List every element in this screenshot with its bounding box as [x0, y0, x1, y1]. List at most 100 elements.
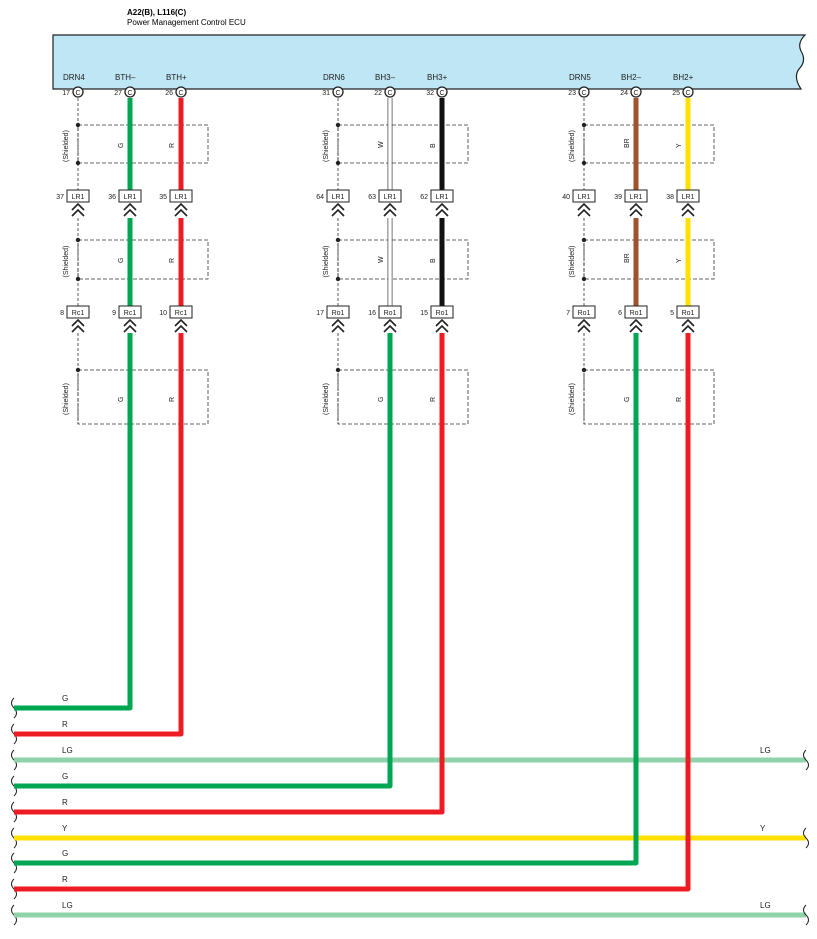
- wire-color-label-c-2-1: G: [624, 397, 631, 402]
- wire-color-label-c-1-2: R: [430, 397, 437, 402]
- wire-lower-1-1: [14, 333, 393, 789]
- r-connector-1-0: [326, 305, 350, 319]
- pin-number-1-2: 32: [426, 90, 434, 97]
- pin-conn-1-1: C: [387, 90, 392, 97]
- drain-dot-0-0-1: [75, 160, 81, 166]
- bus-label-5: Y: [62, 824, 68, 833]
- shield-box-1-0: [337, 124, 469, 164]
- pin-conn-2-0: C: [581, 90, 586, 97]
- terminal-name-1-1: BH3–: [375, 73, 396, 82]
- bus-label-7: R: [62, 875, 68, 884]
- lr-connector-label-0-0: LR1: [72, 194, 85, 201]
- r-connector-2-1: [624, 305, 648, 319]
- pin-number-1-1: 22: [374, 90, 382, 97]
- lr-connector-2-1: [624, 189, 648, 203]
- lr-connector-1-2: [430, 189, 454, 203]
- lr-chevron-1-0: [331, 202, 345, 217]
- bus-label-6: G: [62, 849, 68, 858]
- shield-label-1-1: (Shielded): [323, 246, 330, 278]
- drain-dot-1-0-2: [335, 237, 341, 243]
- lr-chevron-2-2: [681, 202, 695, 217]
- r-chevron-1-0: [331, 318, 345, 333]
- wire-color-label-a-2-1: BR: [624, 138, 631, 148]
- r-chevron-0-2: [174, 318, 188, 333]
- lr-connector-label-2-0: LR1: [578, 194, 591, 201]
- lr-connector-label-0-2: LR1: [175, 194, 188, 201]
- r-pin-number-2-0: 7: [566, 310, 570, 317]
- drain-dot-2-0-1: [581, 160, 587, 166]
- lr-pin-number-1-2: 62: [420, 194, 428, 201]
- wire-lower-1-2: [14, 333, 445, 815]
- drain-dot-1-0-0: [335, 122, 341, 128]
- drain-dot-2-0-2: [581, 237, 587, 243]
- r-connector-label-2-0: Ro1: [578, 310, 591, 317]
- r-pin-number-0-2: 10: [159, 310, 167, 317]
- r-connector-2-0: [572, 305, 596, 319]
- lr-connector-0-1: [118, 189, 142, 203]
- pin-circle-2-2: [682, 86, 694, 98]
- pin-circle-2-0: [578, 86, 590, 98]
- r-pin-number-1-1: 16: [368, 310, 376, 317]
- drain-dot-1-0-4: [335, 367, 341, 373]
- bus-right-label-5: Y: [760, 824, 766, 833]
- pin-conn-2-1: C: [633, 90, 638, 97]
- shield-label-0-2: (Shielded): [63, 383, 70, 415]
- shield-label-1-2: (Shielded): [323, 383, 330, 415]
- r-connector-0-2: [169, 305, 193, 319]
- wire-lower-0-2: [14, 333, 184, 737]
- lr-connector-1-0: [326, 189, 350, 203]
- r-pin-number-2-2: 5: [670, 310, 674, 317]
- lr-pin-number-0-0: 37: [56, 194, 64, 201]
- lr-connector-0-2: [169, 189, 193, 203]
- terminal-name-2-1: BH2–: [621, 73, 642, 82]
- r-pin-number-1-0: 17: [316, 310, 324, 317]
- bus-break-right-5: [803, 827, 809, 849]
- wire-color-label-c-2-2: R: [676, 397, 683, 402]
- drain-dot-2-0-4: [581, 367, 587, 373]
- pin-circle-0-0: [72, 86, 84, 98]
- bus-break-right-8: [803, 904, 809, 926]
- drain-dot-2-0-0: [581, 122, 587, 128]
- r-connector-label-2-2: Ro1: [682, 310, 695, 317]
- shield-box-0-2: [77, 369, 209, 425]
- lr-chevron-0-0: [71, 202, 85, 217]
- bus-label-8: LG: [62, 901, 73, 910]
- lr-chevron-0-2: [174, 202, 188, 217]
- lr-connector-label-1-2: LR1: [436, 194, 449, 201]
- r-connector-0-0: [66, 305, 90, 319]
- shield-label-0-0: (Shielded): [63, 130, 70, 162]
- lr-chevron-0-1: [123, 202, 137, 217]
- r-chevron-2-0: [577, 318, 591, 333]
- terminal-name-1-2: BH3+: [427, 73, 448, 82]
- wire-color-label-b-1-2: B: [430, 258, 437, 263]
- pin-number-2-2: 25: [672, 90, 680, 97]
- lr-connector-label-1-1: LR1: [384, 194, 397, 201]
- shield-label-2-1: (Shielded): [569, 246, 576, 278]
- pin-conn-0-1: C: [127, 90, 132, 97]
- pin-number-0-1: 27: [114, 90, 122, 97]
- lr-pin-number-1-0: 64: [316, 194, 324, 201]
- pin-number-2-1: 24: [620, 90, 628, 97]
- r-pin-number-1-2: 15: [420, 310, 428, 317]
- pin-number-2-0: 23: [568, 90, 576, 97]
- wire-color-label-b-0-2: R: [169, 258, 176, 263]
- lr-connector-2-0: [572, 189, 596, 203]
- bus-label-3: G: [62, 772, 68, 781]
- lr-pin-number-2-1: 39: [614, 194, 622, 201]
- r-chevron-0-1: [123, 318, 137, 333]
- drain-dot-1-0-1: [335, 160, 341, 166]
- pin-conn-2-2: C: [685, 90, 690, 97]
- r-connector-1-1: [378, 305, 402, 319]
- terminal-name-2-2: BH2+: [673, 73, 694, 82]
- r-chevron-1-1: [383, 318, 397, 333]
- shield-label-2-2: (Shielded): [569, 383, 576, 415]
- pin-conn-0-0: C: [75, 90, 80, 97]
- drain-dot-0-0-2: [75, 237, 81, 243]
- shield-box-0-0: [77, 124, 209, 164]
- r-connector-2-2: [676, 305, 700, 319]
- lr-connector-1-1: [378, 189, 402, 203]
- lr-connector-label-2-2: LR1: [682, 194, 695, 201]
- wire-color-label-c-0-2: R: [169, 397, 176, 402]
- wire-color-label-a-0-1: G: [118, 143, 125, 148]
- drain-dot-1-0-3: [335, 276, 341, 282]
